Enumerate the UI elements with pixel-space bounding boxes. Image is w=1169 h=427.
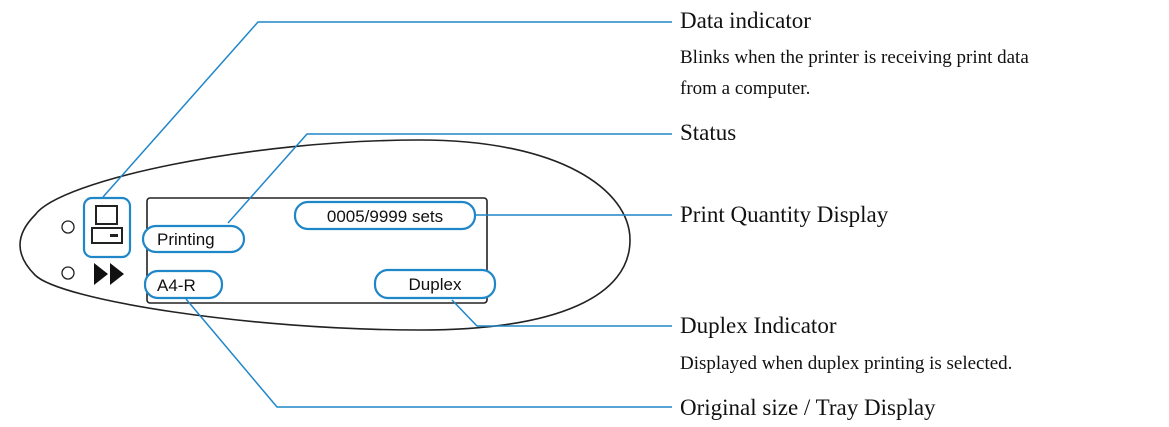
callout-data-indicator-desc-2: from a computer. <box>680 78 810 99</box>
leader-data-indicator <box>102 21 672 198</box>
duplex-display: Duplex <box>373 268 497 300</box>
original-size-display: A4-R <box>143 269 224 300</box>
callout-original-size-title: Original size / Tray Display <box>680 395 936 420</box>
duplex-text: Duplex <box>409 275 462 294</box>
status-display: Printing <box>141 224 246 254</box>
led-circle-icon <box>61 220 75 234</box>
data-indicator-highlight <box>82 196 132 259</box>
fast-forward-icon[interactable] <box>94 263 124 285</box>
callout-print-quantity-title: Print Quantity Display <box>680 202 889 227</box>
print-quantity-display: 0005/9999 sets <box>293 200 477 231</box>
leader-original-size <box>185 298 672 408</box>
callout-data-indicator-title: Data indicator <box>680 8 811 33</box>
original-size-text: A4-R <box>157 276 196 295</box>
computer-icon <box>91 205 123 244</box>
leader-status <box>227 133 672 224</box>
callout-status-title: Status <box>680 120 736 145</box>
callout-duplex-indicator-desc: Displayed when duplex printing is select… <box>680 353 1012 374</box>
callout-duplex-indicator-title: Duplex Indicator <box>680 313 837 338</box>
quantity-text: 0005/9999 sets <box>327 207 443 226</box>
callout-data-indicator-desc-1: Blinks when the printer is receiving pri… <box>680 47 1029 68</box>
leader-duplex-indicator <box>451 299 672 327</box>
led-circle-icon <box>61 266 75 280</box>
status-text: Printing <box>157 230 215 249</box>
